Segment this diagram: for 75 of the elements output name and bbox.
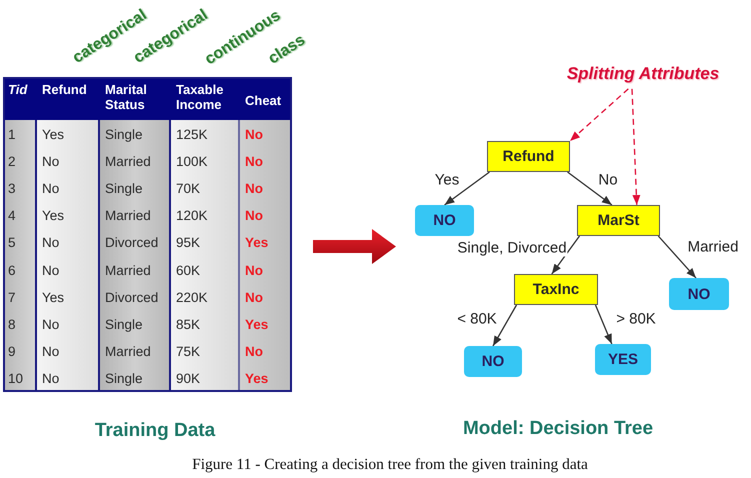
refund-value: No (42, 235, 60, 252)
leaf-box: YES (595, 344, 651, 375)
row-id: 7 (8, 290, 16, 306)
section-heading: Training Data (94, 420, 216, 442)
marital-status-value: Married (105, 344, 151, 360)
class-value: No (245, 344, 263, 360)
row-id: 9 (8, 344, 16, 360)
marital-status-value: Single (105, 316, 143, 333)
marital-status-value: Married (105, 262, 151, 278)
row-id: 4 (8, 208, 16, 224)
row-id: 8 (8, 316, 16, 333)
income-value: 125K (176, 127, 208, 143)
marital-status-value: Single (105, 181, 143, 198)
class-value: Yes (245, 370, 268, 387)
marital-status-value: Divorced (105, 290, 158, 306)
refund-value: Yes (42, 127, 64, 143)
annotation: Splitting Attributes (551, 62, 735, 86)
refund-value: No (42, 262, 60, 278)
decision-box: Refund (487, 141, 570, 172)
leaf-box: NO (464, 346, 522, 377)
leaf-box: NO (415, 205, 474, 236)
income-value: 100K (176, 154, 208, 170)
row-id: 2 (8, 154, 16, 170)
dashed-arrow (570, 88, 629, 142)
section-heading: Model: Decision Tree (462, 418, 654, 440)
dashed-arrow (631, 88, 640, 206)
marital-status-value: Single (105, 127, 143, 143)
refund-value: Yes (42, 290, 64, 306)
arrow (567, 171, 612, 206)
income-value: 95K (176, 235, 200, 252)
income-value: 75K (176, 344, 200, 360)
income-value: 120K (176, 208, 208, 224)
class-value: No (245, 181, 263, 198)
marital-status-value: Single (105, 370, 143, 387)
column-header: Marital Status (105, 82, 148, 112)
decision-box: TaxInc (514, 274, 598, 305)
class-value: No (245, 262, 263, 278)
income-value: 220K (176, 290, 208, 306)
income-value: 90K (176, 370, 200, 387)
income-value: 60K (176, 262, 200, 278)
class-value: No (245, 290, 263, 306)
arrow (551, 236, 580, 274)
row-id: 10 (8, 370, 24, 387)
income-value: 70K (176, 181, 200, 198)
class-value: No (245, 154, 263, 170)
refund-value: No (42, 154, 60, 170)
column-header: Taxable Income (176, 82, 224, 112)
refund-value: No (42, 181, 60, 198)
row-id: 6 (8, 262, 16, 278)
class-value: Yes (245, 316, 268, 333)
arrow (594, 304, 612, 344)
column-header: Cheat (245, 93, 282, 108)
leaf-box: NO (669, 278, 729, 310)
marital-status-value: Married (105, 208, 151, 224)
refund-value: No (42, 344, 60, 360)
row-id: 1 (8, 127, 16, 143)
class-value: No (245, 127, 263, 143)
marital-status-value: Married (105, 154, 151, 170)
income-value: 85K (176, 316, 200, 333)
column-header: Tid (8, 82, 28, 97)
arrow (492, 304, 518, 346)
refund-value: Yes (42, 208, 64, 224)
edge-label: Single, Divorced (456, 240, 568, 256)
refund-value: No (42, 316, 60, 333)
row-id: 5 (8, 235, 16, 252)
decision-box: MarSt (577, 205, 660, 236)
marital-status-value: Divorced (105, 235, 158, 252)
row-id: 3 (8, 181, 16, 198)
class-value: No (245, 208, 263, 224)
column-header: Refund (42, 82, 88, 97)
arrow (444, 171, 490, 206)
refund-value: No (42, 370, 60, 387)
class-value: Yes (245, 235, 268, 252)
arrow (658, 236, 696, 278)
figure-caption: Figure 11 - Creating a decision tree from the given training data (192, 456, 588, 474)
